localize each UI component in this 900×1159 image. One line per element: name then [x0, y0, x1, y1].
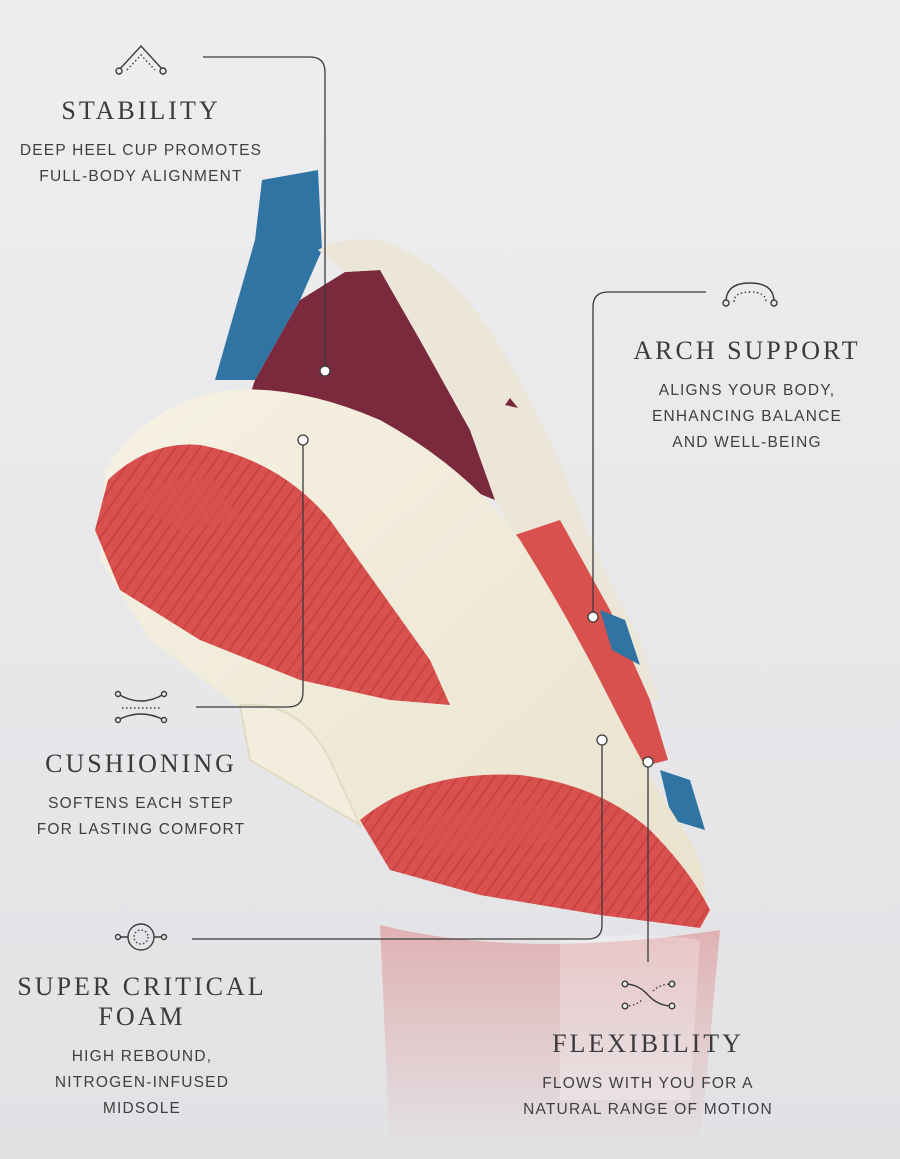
shoe: [95, 170, 710, 928]
foam-icon: [114, 923, 168, 951]
stability-callout-line: [203, 56, 326, 371]
flexibility-feature: FLEXIBILITY FLOWS WITH YOU FOR A NATURAL…: [508, 1029, 788, 1123]
flexibility-callout-dot: [642, 756, 654, 768]
shoe-reflection: [380, 925, 720, 1150]
arch-support-callout-line: [592, 291, 706, 617]
foam-title-line: SUPER CRITICAL: [17, 972, 267, 1001]
cushioning-description: SOFTENS EACH STEP FOR LASTING COMFORT: [20, 791, 262, 843]
flex-curve-icon: [621, 980, 676, 1010]
heel-counter: [250, 270, 495, 500]
cushioning-callout-line: [196, 440, 304, 708]
stability-title: STABILITY: [61, 96, 221, 125]
arch-support-callout-dot: [587, 611, 599, 623]
foam-desc-line: HIGH REBOUND,: [71, 1048, 213, 1065]
arch-support-desc-line: ALIGNS YOUR BODY,: [658, 382, 836, 399]
arch-support-description: ALIGNS YOUR BODY, ENHANCING BALANCE AND …: [622, 378, 872, 456]
cushion-icon: [114, 690, 168, 724]
peak-icon: [115, 44, 167, 75]
stability-desc-line: DEEP HEEL CUP PROMOTES: [19, 142, 263, 159]
stability-description: DEEP HEEL CUP PROMOTES FULL-BODY ALIGNME…: [10, 138, 272, 190]
cushioning-desc-line: FOR LASTING COMFORT: [36, 821, 246, 838]
callout-lines: [192, 56, 706, 962]
stability-callout-dot: [319, 365, 331, 377]
foam-desc-line: NITROGEN-INFUSED: [54, 1074, 230, 1091]
foam-callout-line: [192, 740, 603, 940]
cushioning-title: CUSHIONING: [45, 749, 237, 778]
arch-support-feature: ARCH SUPPORT ALIGNS YOUR BODY, ENHANCING…: [622, 336, 872, 456]
flexibility-description: FLOWS WITH YOU FOR A NATURAL RANGE OF MO…: [508, 1071, 788, 1123]
cushioning-callout-dot: [297, 434, 309, 446]
flexibility-desc-line: FLOWS WITH YOU FOR A: [542, 1075, 754, 1092]
cushioning-desc-line: SOFTENS EACH STEP: [48, 795, 234, 812]
foam-description: HIGH REBOUND, NITROGEN-INFUSED MIDSOLE: [6, 1044, 278, 1122]
cushioning-feature: CUSHIONING SOFTENS EACH STEP FOR LASTING…: [20, 749, 262, 843]
forefoot-outsole: [360, 774, 710, 928]
foam-desc-line: MIDSOLE: [102, 1100, 182, 1117]
super-critical-foam-feature: SUPER CRITICAL FOAM HIGH REBOUND, NITROG…: [6, 972, 278, 1122]
callout-dots: [297, 365, 654, 768]
foam-title-line: FOAM: [98, 1002, 186, 1031]
arch-icon: [722, 282, 778, 307]
arch-support-desc-line: ENHANCING BALANCE: [651, 408, 843, 425]
arch-support-desc-line: AND WELL-BEING: [672, 434, 822, 451]
pull-tab: [215, 170, 322, 380]
flexibility-desc-line: NATURAL RANGE OF MOTION: [523, 1101, 773, 1118]
arch-support-title: ARCH SUPPORT: [633, 336, 861, 365]
flexibility-title: FLEXIBILITY: [552, 1029, 744, 1058]
stability-desc-line: FULL-BODY ALIGNMENT: [39, 168, 243, 185]
stability-feature: STABILITY DEEP HEEL CUP PROMOTES FULL-BO…: [10, 96, 272, 190]
foam-callout-dot: [596, 734, 608, 746]
